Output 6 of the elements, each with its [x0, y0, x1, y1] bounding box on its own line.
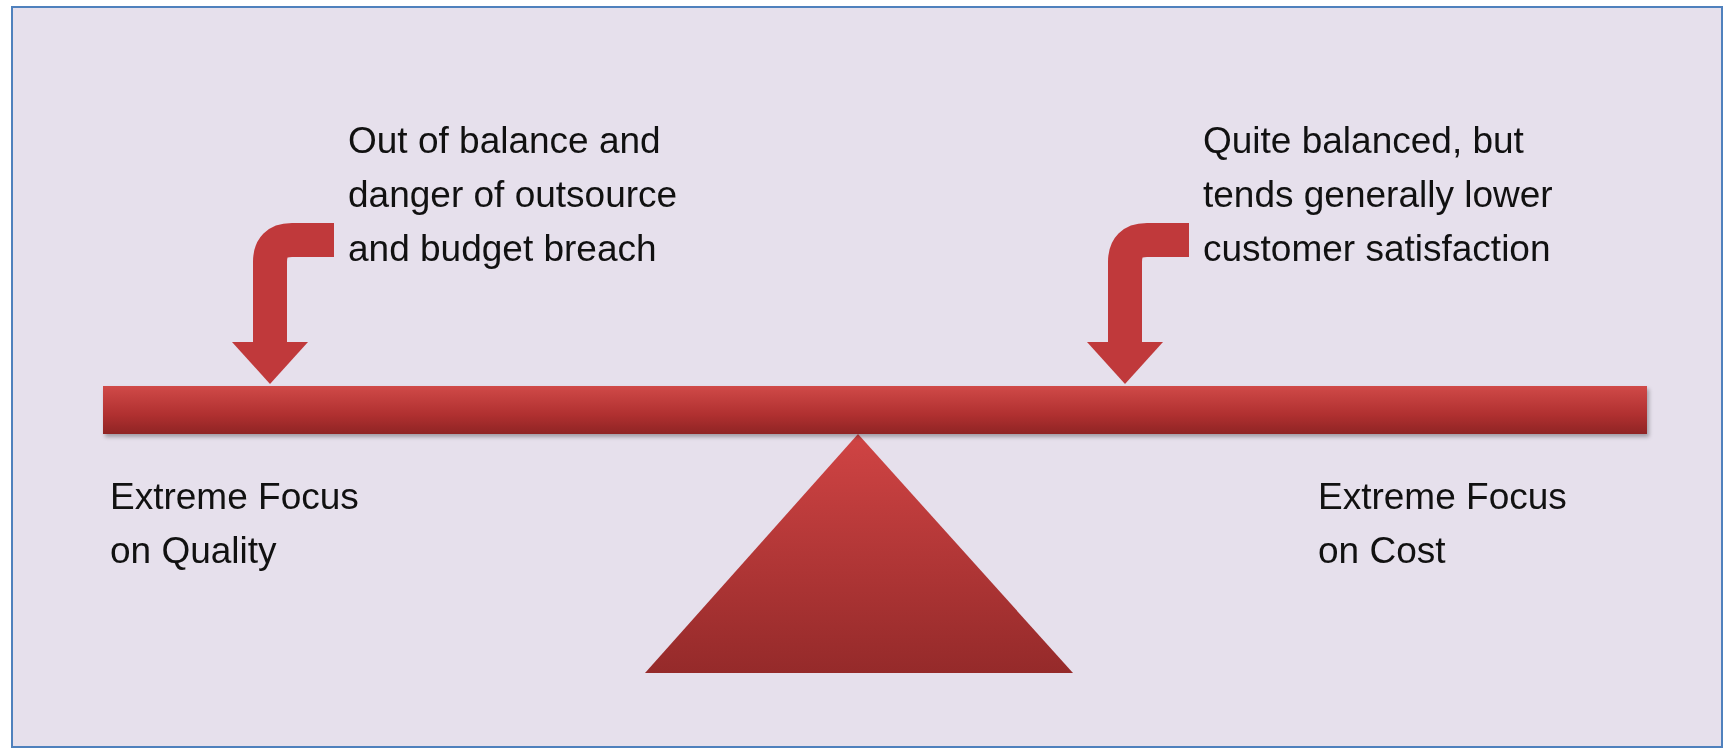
- fulcrum-triangle: [645, 434, 1073, 673]
- annotation-text: Out of balance and danger of outsource and budget breach: [348, 114, 733, 276]
- annotation-text: Quite balanced, but tends generally lower customer satisfaction: [1203, 114, 1618, 276]
- side-label: Extreme Focus on Quality: [110, 475, 360, 573]
- side-label: Extreme Focus on Cost: [1318, 475, 1568, 573]
- seesaw-beam: [103, 386, 1647, 434]
